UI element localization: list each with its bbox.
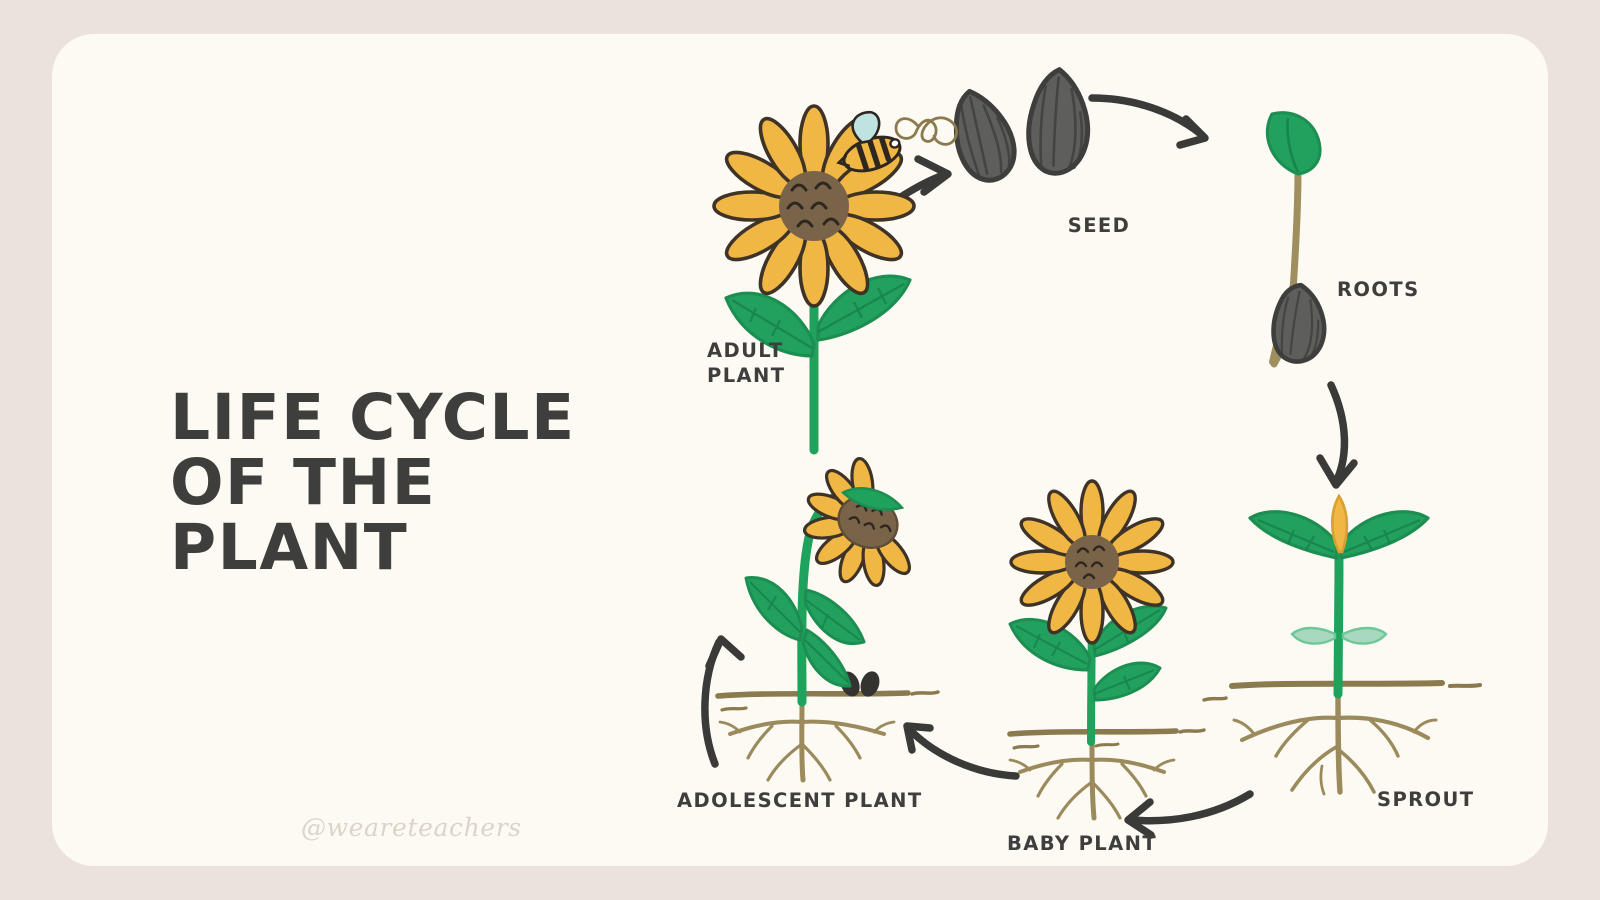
title-line-2: OF THE PLANT xyxy=(170,445,437,584)
roots-leaf xyxy=(1265,111,1322,176)
sprout-soil-line xyxy=(1202,680,1482,702)
arrow-sprout-to-baby xyxy=(1124,790,1254,839)
arrow-adolescent-to-adult xyxy=(701,635,745,768)
bee-icon xyxy=(836,110,902,173)
stage-label-adolescent-plant: ADOLESCENT PLANT xyxy=(677,789,923,812)
sprout-roots xyxy=(1232,687,1438,796)
arrow-roots-to-sprout xyxy=(1316,381,1358,489)
baby-flower xyxy=(1009,479,1175,645)
stage-label-baby-plant: BABY PLANT xyxy=(1006,832,1158,855)
sprout-leaves xyxy=(1248,493,1430,560)
stage-roots-illustration xyxy=(1265,111,1327,368)
arrow-baby-to-adolescent xyxy=(903,722,1020,780)
bee-flight-path xyxy=(894,116,958,146)
adult-flower xyxy=(712,104,916,308)
adolescent-soil-line xyxy=(715,690,940,712)
adolescent-roots xyxy=(718,697,896,783)
adolescent-leaves xyxy=(744,576,866,688)
arrow-seed-to-roots xyxy=(1088,94,1209,149)
stage-adolescent-plant-illustration xyxy=(715,456,940,783)
sprout-cotyledons xyxy=(1290,626,1388,645)
stage-label-adult-plant: ADULT PLANT xyxy=(707,339,786,387)
stage-baby-plant-illustration xyxy=(1007,479,1206,821)
stage-sprout-illustration xyxy=(1202,493,1482,796)
adolescent-flower xyxy=(802,456,911,588)
baby-flower-center xyxy=(1065,535,1119,589)
watermark: @weareteachers xyxy=(301,813,522,842)
stage-seed-illustration xyxy=(953,67,1091,183)
adult-leaves xyxy=(724,274,912,358)
baby-soil-line xyxy=(1007,728,1206,750)
stage-label-sprout: SPROUT xyxy=(1377,788,1475,811)
page-title: LIFE CYCLE OF THE PLANT xyxy=(170,385,690,584)
stage-label-seed: SEED xyxy=(1067,214,1131,237)
stage-adult-plant-illustration xyxy=(712,104,958,455)
roots-seed-coat xyxy=(1271,282,1327,364)
poster-card: LIFE CYCLE OF THE PLANT @weareteachers xyxy=(52,34,1548,866)
title-line-1: LIFE CYCLE xyxy=(170,381,576,454)
stage-label-roots: ROOTS xyxy=(1337,278,1420,301)
baby-roots xyxy=(1008,735,1176,821)
sprout-stem xyxy=(1333,551,1344,699)
